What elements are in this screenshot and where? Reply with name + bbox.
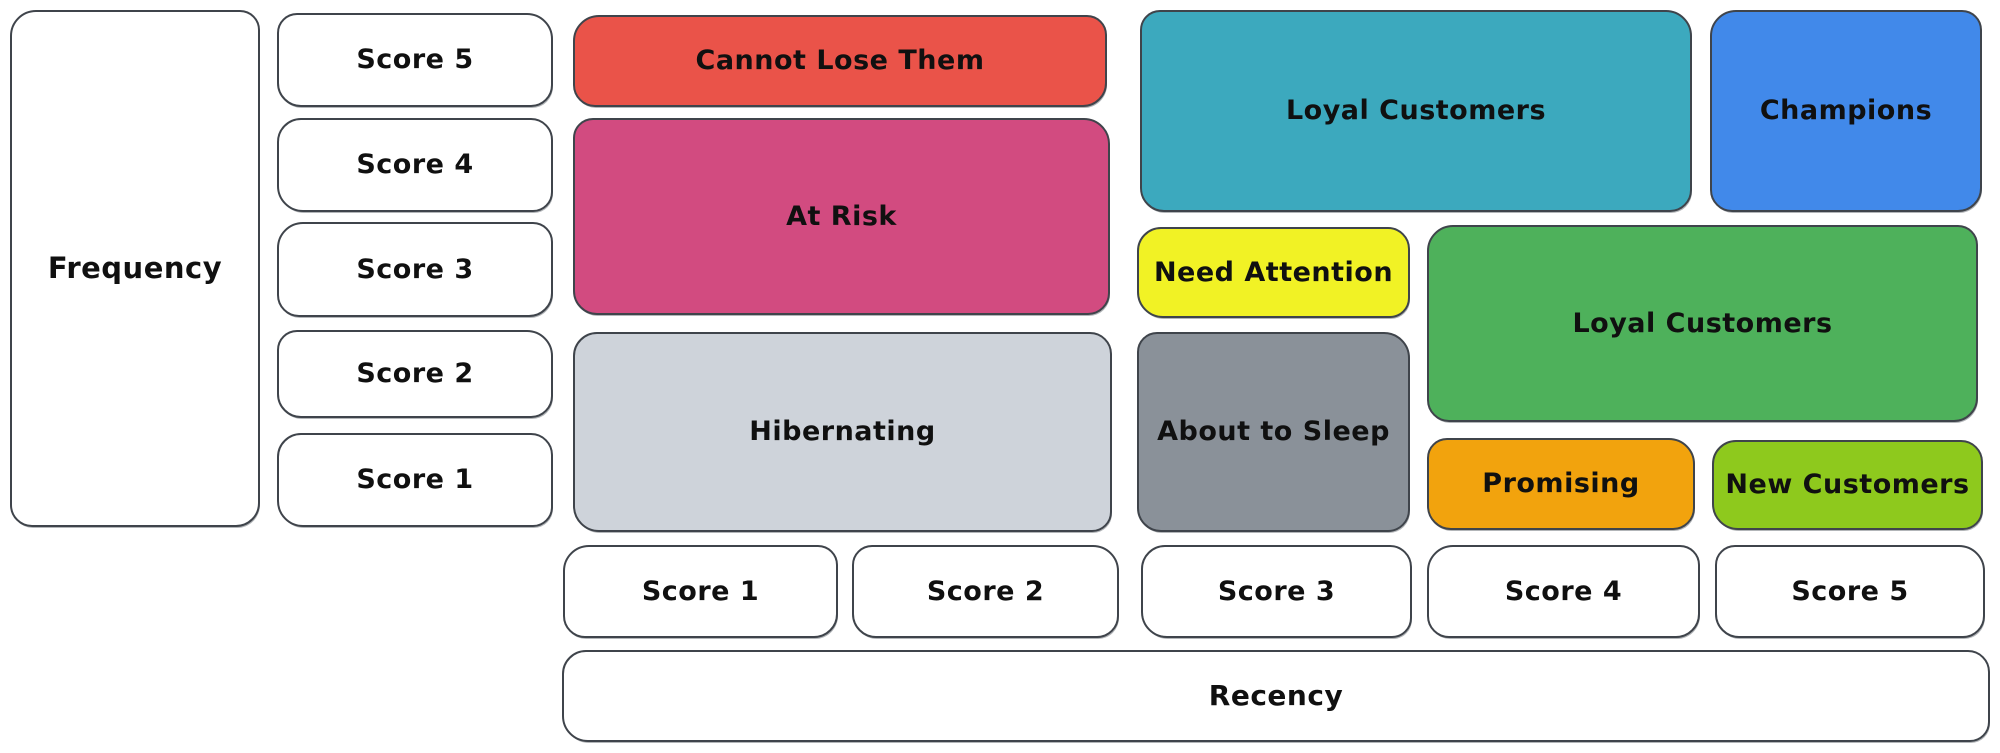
- segment-new-customers-label: New Customers: [1725, 469, 1970, 501]
- recency-score-5: Score 5: [1715, 545, 1985, 638]
- frequency-score-4-text: Score 4: [356, 149, 474, 181]
- segment-at-risk-label: At Risk: [786, 200, 897, 232]
- segment-cannot-lose-them: Cannot Lose Them: [573, 15, 1107, 107]
- segment-at-risk: At Risk: [573, 118, 1110, 315]
- segment-loyal-customers-upper-label: Loyal Customers: [1285, 95, 1547, 127]
- frequency-score-1: Score 1: [277, 433, 553, 527]
- segment-promising: Promising: [1427, 438, 1695, 530]
- segment-need-attention-label: Need Attention: [1153, 256, 1394, 288]
- segment-about-to-sleep-label: About to Sleep: [1157, 416, 1390, 448]
- recency-score-1: Score 1: [563, 545, 838, 638]
- segment-new-customers: New Customers: [1712, 440, 1983, 530]
- segment-hibernating-label: Hibernating: [749, 416, 936, 448]
- frequency-axis-text: Frequency: [47, 250, 223, 285]
- recency-score-2-text: Score 2: [926, 575, 1045, 607]
- recency-score-3-text: Score 3: [1217, 575, 1336, 607]
- frequency-score-3: Score 3: [277, 222, 553, 317]
- recency-axis-text: Recency: [1208, 678, 1344, 712]
- segment-need-attention: Need Attention: [1137, 227, 1410, 318]
- frequency-score-5: Score 5: [277, 13, 553, 107]
- frequency-score-3-text: Score 3: [356, 253, 474, 285]
- segment-hibernating: Hibernating: [573, 332, 1112, 532]
- segment-promising-label: Promising: [1482, 468, 1640, 500]
- frequency-score-4: Score 4: [277, 118, 553, 212]
- segment-loyal-customers-lower-label: Loyal Customers: [1572, 307, 1833, 339]
- recency-score-4-text: Score 4: [1504, 575, 1623, 607]
- frequency-score-5-text: Score 5: [356, 44, 474, 76]
- recency-score-2: Score 2: [852, 545, 1119, 638]
- frequency-score-1-text: Score 1: [356, 464, 474, 496]
- recency-axis-label: Recency: [562, 650, 1990, 742]
- segment-champions: Champions: [1710, 10, 1982, 212]
- segment-loyal-customers-upper: Loyal Customers: [1140, 10, 1692, 212]
- frequency-score-2: Score 2: [277, 330, 553, 418]
- recency-score-3: Score 3: [1141, 545, 1412, 638]
- recency-score-5-text: Score 5: [1791, 575, 1909, 607]
- frequency-axis-label: Frequency: [10, 10, 260, 527]
- segment-about-to-sleep: About to Sleep: [1137, 332, 1410, 532]
- recency-score-4: Score 4: [1427, 545, 1700, 638]
- recency-score-1-text: Score 1: [641, 575, 760, 607]
- segment-cannot-lose-them-label: Cannot Lose Them: [695, 45, 985, 77]
- segment-loyal-customers-lower: Loyal Customers: [1427, 225, 1978, 422]
- segment-champions-label: Champions: [1759, 95, 1933, 127]
- frequency-score-2-text: Score 2: [356, 358, 474, 390]
